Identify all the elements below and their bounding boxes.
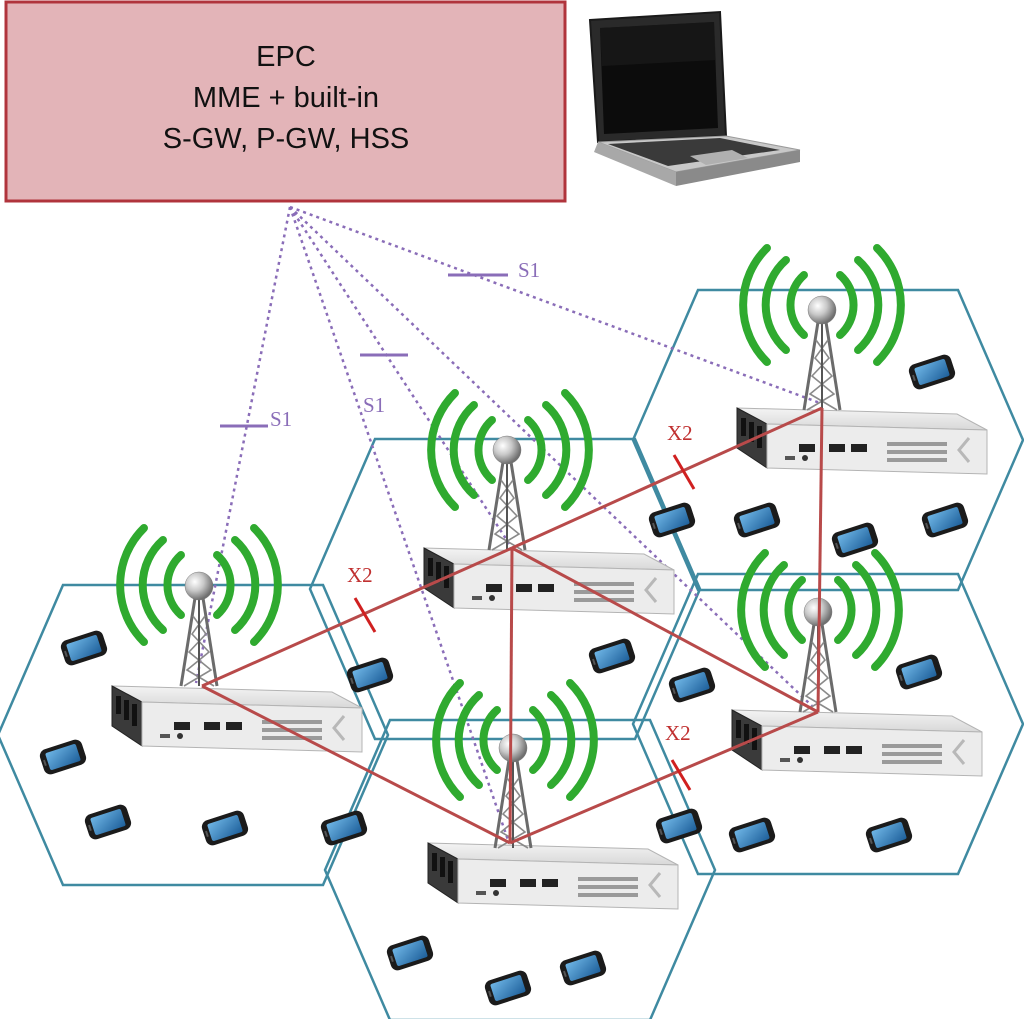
phone-icon [483, 968, 533, 1008]
s1-link [288, 206, 514, 549]
epc-title: EPC [256, 41, 316, 73]
x2-link [511, 546, 819, 714]
epc-components: S-GW, P-GW, HSS [163, 123, 410, 155]
phone-icon [667, 665, 717, 705]
enodeb-box [422, 546, 676, 616]
enodeb-box [735, 406, 989, 476]
x2-link [511, 406, 823, 550]
phone-icon [587, 636, 637, 676]
epc-box: EPC MME + built-in S-GW, P-GW, HSS [4, 0, 567, 203]
s1-link [289, 206, 813, 707]
phone-icon [647, 500, 697, 540]
x2-label: X2 [347, 563, 373, 587]
phone-icon [654, 806, 704, 846]
phone-icon [558, 948, 608, 988]
phone-icon [345, 655, 395, 695]
phone-icon [920, 500, 970, 540]
phone-icon [864, 815, 914, 855]
antenna-tower-icon [493, 732, 533, 850]
x2-label: X2 [665, 721, 691, 745]
antenna-tower-icon [179, 570, 219, 688]
x2-tick [353, 597, 377, 633]
antenna-tower-icon [487, 434, 527, 552]
s1-link [289, 205, 821, 405]
enodeb-box [426, 841, 680, 911]
enodeb-box [110, 684, 364, 754]
phone-icon [38, 737, 88, 777]
phone-icon [894, 652, 944, 692]
x2-tick [672, 454, 696, 490]
x2-link [509, 710, 819, 845]
phone-icon [732, 500, 782, 540]
enodeb-box [730, 708, 984, 778]
s1-label: S1 [518, 258, 540, 282]
x2-tick [670, 759, 692, 791]
phone-icon [385, 933, 435, 973]
x2-link [508, 547, 514, 844]
x2-label: X2 [667, 421, 693, 445]
phone-icon [319, 808, 369, 848]
x2-link [816, 407, 824, 713]
s1-label: S1 [363, 393, 385, 417]
phone-icon [200, 808, 250, 848]
epc-subtitle: MME + built-in [193, 82, 379, 114]
phone-icon [727, 815, 777, 855]
x2-link [201, 546, 513, 688]
x2-link [201, 684, 511, 845]
phone-icon [59, 628, 109, 668]
laptop-icon [588, 10, 801, 186]
phone-icon [907, 352, 957, 392]
s1-label: S1 [270, 407, 292, 431]
phone-icon [83, 802, 133, 842]
antenna-tower-icon [802, 294, 842, 412]
